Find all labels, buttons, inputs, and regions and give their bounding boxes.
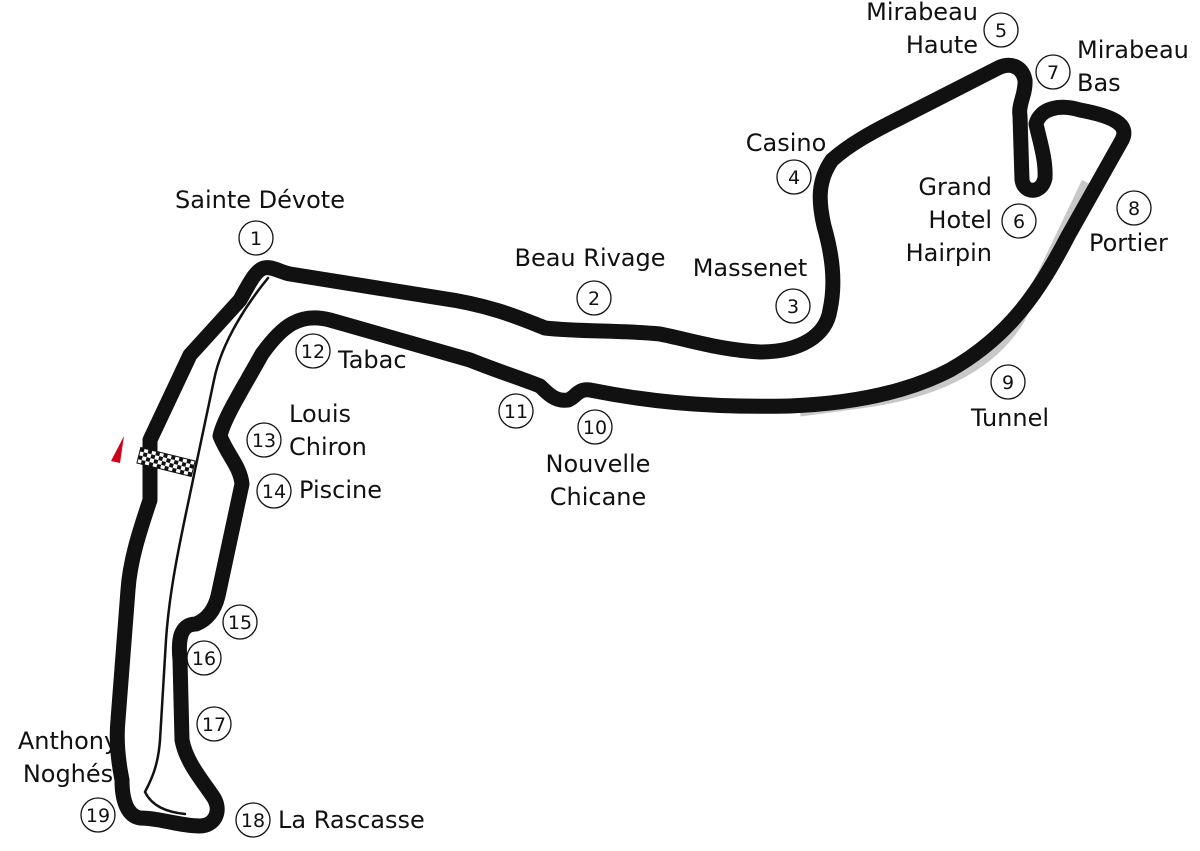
corner-number: 1 [250, 228, 262, 250]
corner-number-circle [235, 802, 271, 838]
corner-number-circle [80, 797, 116, 833]
corner-number-circle [576, 280, 612, 316]
corner-number: 12 [301, 341, 325, 363]
corner-number-circle [990, 364, 1026, 400]
corner-number-circle [498, 393, 534, 429]
corner-marker-11: 11 [498, 393, 534, 429]
corner-name: Hotel [928, 206, 992, 234]
corner-number: 13 [252, 430, 276, 452]
corner-marker-18: 18 La Rascasse [235, 802, 425, 838]
corner-name: Grand [918, 173, 992, 201]
corner-number: 5 [995, 20, 1007, 42]
corner-marker-15: 15 [222, 604, 258, 640]
corner-marker-17: 17 [196, 706, 232, 742]
corner-number-circle [577, 409, 613, 445]
corner-name: Portier [1089, 229, 1168, 257]
corner-name: Anthony [18, 727, 118, 755]
corner-number: 4 [788, 167, 800, 189]
corner-number-circle [295, 333, 331, 369]
corner-number-circle [776, 159, 812, 195]
corner-marker-2: 2 Beau Rivage [514, 244, 666, 316]
corner-number-circle [196, 706, 232, 742]
corner-number-circle [1116, 190, 1152, 226]
corner-name: Noghés [23, 760, 113, 788]
start-finish-line [136, 446, 196, 478]
pit-lane [143, 276, 270, 816]
corner-name: La Rascasse [278, 806, 425, 834]
corner-number: 2 [588, 288, 600, 310]
corner-number-circle [238, 220, 274, 256]
corner-number: 16 [192, 648, 216, 670]
corner-number-circle [222, 604, 258, 640]
corner-marker-4: 4 Casino [746, 129, 827, 195]
corner-name: Massenet [693, 254, 808, 282]
corner-marker-1: 1 Sainte Dévote [175, 186, 345, 256]
corner-number: 9 [1002, 372, 1014, 394]
corner-number-circle [186, 640, 222, 676]
corner-name: Chiron [289, 433, 367, 461]
corner-number-circle [983, 12, 1019, 48]
corner-name: Tunnel [970, 404, 1049, 432]
corner-number-circle [1001, 203, 1037, 239]
corner-name: Beau Rivage [514, 244, 665, 272]
corner-number: 7 [1047, 62, 1059, 84]
corner-marker-14: 14 Piscine [256, 473, 382, 509]
corner-name: Mirabeau [1077, 36, 1189, 64]
corner-number-circle [256, 473, 292, 509]
corner-number-circle [775, 288, 811, 324]
corner-number: 14 [262, 481, 286, 503]
corner-name: Mirabeau [866, 0, 978, 26]
corner-name: Hairpin [906, 239, 992, 267]
corner-number: 8 [1128, 198, 1140, 220]
corner-name: Bas [1077, 69, 1121, 97]
corner-number: 15 [228, 612, 252, 634]
corner-number: 10 [583, 417, 607, 439]
corner-name: Haute [906, 31, 978, 59]
corner-number-circle [1035, 54, 1071, 90]
corner-number: 6 [1013, 211, 1025, 233]
corner-number: 3 [787, 296, 799, 318]
race-track [109, 57, 1132, 834]
corner-name: Casino [746, 129, 827, 157]
corner-number: 11 [504, 401, 528, 423]
corner-marker-12: 12 Tabac [295, 333, 407, 374]
corner-marker-16: 16 [186, 640, 222, 676]
corner-number: 17 [202, 714, 226, 736]
corner-number-circle [246, 422, 282, 458]
corner-name: Tabac [337, 346, 407, 374]
corner-name: Louis [289, 400, 351, 428]
corner-name: Nouvelle [546, 450, 651, 478]
red-triangle-icon [111, 436, 124, 463]
corner-number: 19 [86, 805, 110, 827]
corner-number: 18 [241, 810, 265, 832]
corner-markers: 1 Sainte Dévote 2 Beau Rivage 3 Massenet 4 Casi… [18, 0, 1189, 838]
corner-name: Piscine [299, 476, 382, 504]
corner-marker-3: 3 Massenet [693, 254, 811, 324]
corner-name: Sainte Dévote [175, 186, 345, 214]
corner-name: Chicane [550, 483, 647, 511]
